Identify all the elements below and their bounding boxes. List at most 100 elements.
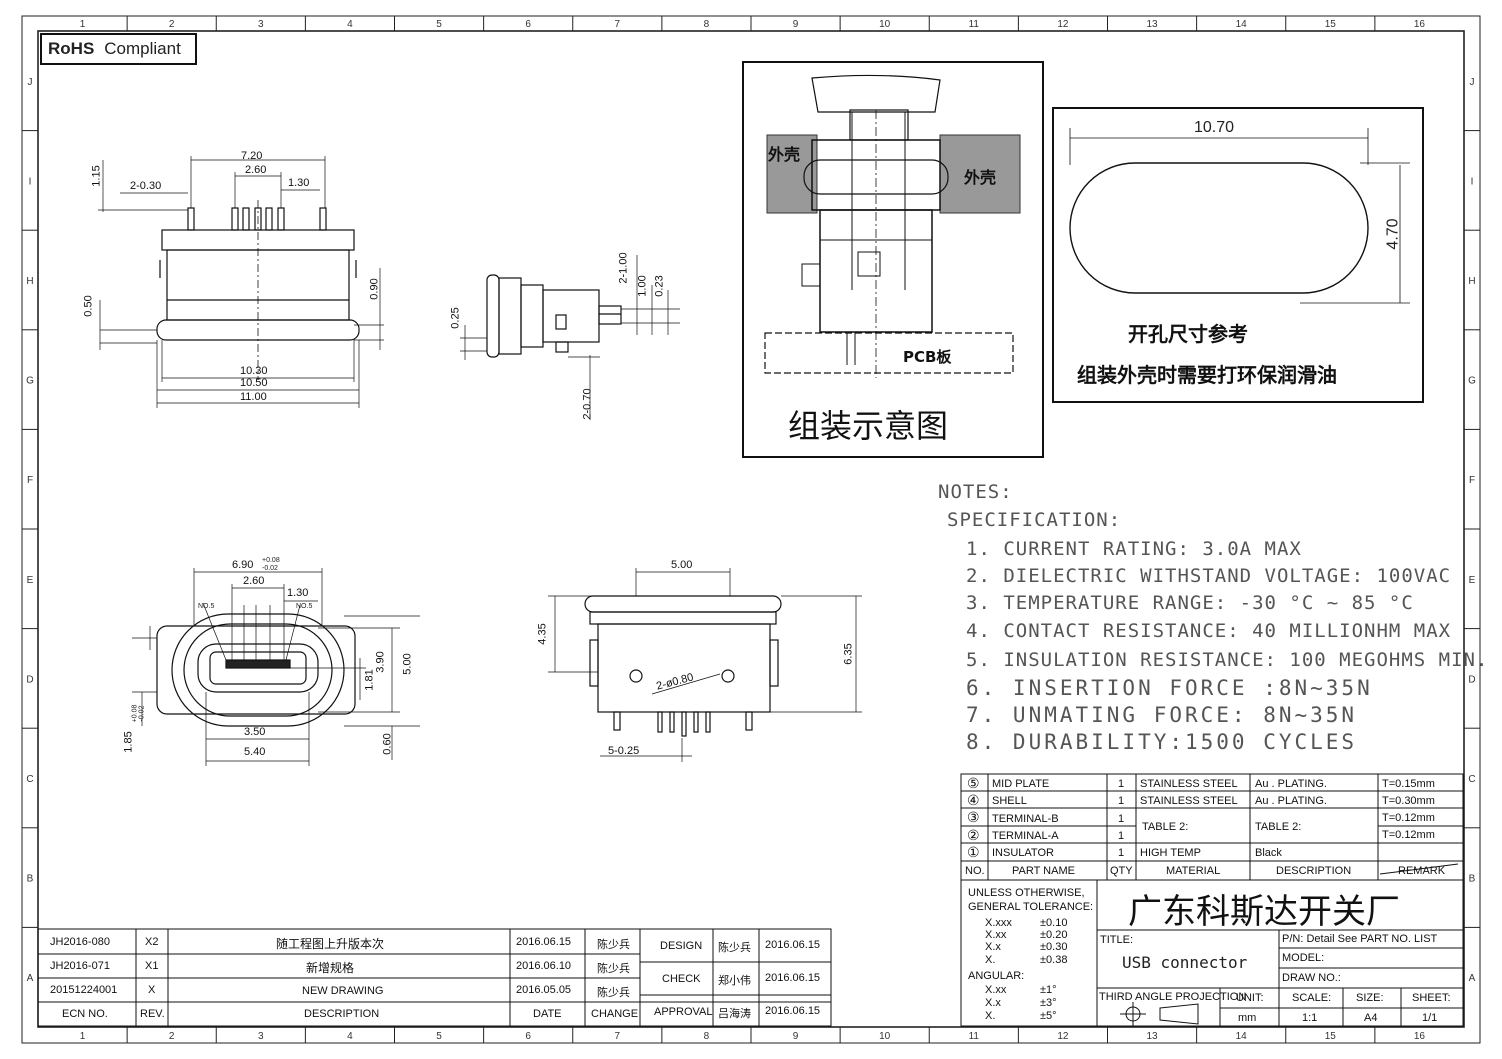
bom-material: HIGH TEMP: [1140, 847, 1201, 859]
grid-row-label: F: [27, 475, 33, 486]
unit-value: mm: [1238, 1012, 1257, 1024]
rev-rev: X2: [145, 936, 159, 948]
size-label: SIZE:: [1356, 992, 1384, 1004]
bom-no: ④: [967, 792, 980, 808]
sheet-label: SHEET:: [1412, 992, 1451, 1004]
grid-col-label: 16: [1414, 1031, 1426, 1042]
assembly-view: [742, 61, 1044, 458]
tol-key: X.x: [985, 941, 1001, 953]
grid-col-label: 15: [1325, 19, 1337, 30]
bom-remark: T=0.15mm: [1382, 778, 1435, 790]
bom-material: STAINLESS STEEL: [1140, 778, 1238, 790]
note-item: 5. INSULATION RESISTANCE: 100 MEGOHMS MI…: [966, 649, 1489, 671]
grid-col-label: 14: [1236, 1031, 1248, 1042]
assembly-shell-right: 外壳: [964, 168, 997, 187]
bom-no: ①: [967, 844, 980, 860]
note-item: 8. DURABILITY:1500 CYCLES: [966, 730, 1358, 754]
title-block: [960, 879, 1464, 1027]
grid-col-label: 3: [258, 19, 264, 30]
dim-1-85: 1.85: [122, 731, 135, 753]
tol-val: ±0.10: [1040, 917, 1068, 929]
dim-0-25: 0.25: [449, 307, 462, 329]
bom-header-no: NO.: [965, 865, 985, 877]
dim-5-40: 5.40: [244, 746, 266, 758]
rev-desc: NEW DRAWING: [302, 985, 384, 997]
bom-no: ②: [967, 827, 980, 843]
tol-key: X.xxx: [985, 917, 1012, 929]
tol-aval: ±3°: [1040, 997, 1057, 1009]
rohs-bold: RoHS: [48, 39, 95, 58]
grid-col-label: 5: [436, 19, 442, 30]
grid-row-label: B: [1469, 874, 1476, 885]
tol-aval: ±5°: [1040, 1010, 1057, 1022]
dim-5-00: 5.00: [401, 653, 414, 675]
grid-col-label: 4: [347, 1031, 353, 1042]
assembly-caption: 组装示意图: [788, 407, 949, 445]
grid-col-label: 1: [80, 19, 86, 30]
assembly-pcb-label: PCB板: [903, 348, 952, 366]
dim-2-0-70: 2-0.70: [581, 388, 594, 420]
rev-rev: X1: [145, 960, 159, 972]
label-no5-right: NO.5: [296, 603, 313, 610]
bom-name: TERMINAL-A: [992, 830, 1059, 842]
tol-title1: UNLESS OTHERWISE,: [968, 887, 1085, 899]
grid-col-label: 13: [1147, 1031, 1159, 1042]
grid-row-label: D: [1468, 674, 1475, 685]
grid-row-label: F: [1469, 475, 1475, 486]
rev-header-change: CHANGE: [591, 1008, 639, 1020]
grid-col-label: 10: [879, 1031, 891, 1042]
grid-col-label: 15: [1325, 1031, 1337, 1042]
approval-date: 2016.06.15: [765, 972, 821, 984]
dim-1-85-minus: -0.02: [138, 705, 146, 722]
dim-3-50: 3.50: [244, 726, 266, 738]
bom-table: [960, 773, 1464, 881]
tol-key: X.: [985, 954, 996, 966]
grid-row-label: B: [27, 874, 34, 885]
bom-qty: 1: [1118, 795, 1125, 807]
grid-row-label: G: [26, 376, 34, 387]
grid-row-label: J: [28, 77, 33, 88]
grid-row-label: C: [26, 774, 33, 785]
rev-header-date: DATE: [533, 1008, 562, 1020]
bom-desc: TABLE 2:: [1255, 821, 1302, 833]
note-item: 1. CURRENT RATING: 3.0A MAX: [966, 538, 1302, 560]
cutout-line1: 开孔尺寸参考: [1128, 322, 1248, 346]
approval-label: DESIGN: [660, 940, 703, 952]
rev-rev: X: [148, 984, 156, 996]
dim-2-0-30: 2-0.30: [130, 180, 162, 192]
dim-1-15: 1.15: [90, 165, 103, 187]
tol-akey: X.x: [985, 997, 1001, 1009]
model-label: MODEL:: [1282, 952, 1325, 964]
cutout-width: 10.70: [1194, 119, 1235, 136]
bom-desc: Black: [1255, 847, 1282, 859]
note-item: 7. UNMATING FORCE: 8N~35N: [966, 703, 1358, 727]
grid-row-label: J: [1470, 77, 1475, 88]
dim-6-90: 6.90: [232, 559, 254, 571]
bom-no: ③: [967, 809, 980, 825]
dim-5-0-25: 5-0.25: [608, 745, 640, 757]
bom-name: SHELL: [992, 795, 1027, 807]
rev-by: 陈少兵: [597, 963, 630, 975]
grid-row-label: G: [1468, 376, 1476, 387]
grid-col-label: 6: [525, 19, 531, 30]
pn-text: P/N: Detail See PART NO. LIST: [1282, 933, 1438, 945]
dim-3-90: 3.90: [374, 651, 387, 673]
bom-desc: Au . PLATING.: [1255, 778, 1327, 790]
dim-4-35: 4.35: [536, 623, 549, 645]
bom-header-name: PART NAME: [1012, 865, 1075, 877]
bom-qty: 1: [1118, 778, 1125, 790]
grid-row-label: E: [27, 575, 34, 586]
grid-col-label: 8: [704, 19, 710, 30]
company-name: 广东科斯达开关厂: [1128, 892, 1400, 932]
dim-2-1-00: 2-1.00: [617, 252, 630, 284]
bom-header-desc: DESCRIPTION: [1276, 865, 1352, 877]
bom-remark: T=0.12mm: [1382, 829, 1435, 841]
rev-header-rev: REV.: [140, 1008, 165, 1020]
dim-2-60: 2.60: [245, 164, 267, 176]
approval-name: 陈少兵: [718, 942, 751, 954]
grid-col-label: 7: [615, 19, 621, 30]
dim-7-20: 7.20: [241, 150, 263, 162]
grid-row-label: E: [1469, 575, 1476, 586]
grid-row-label: A: [27, 973, 34, 984]
